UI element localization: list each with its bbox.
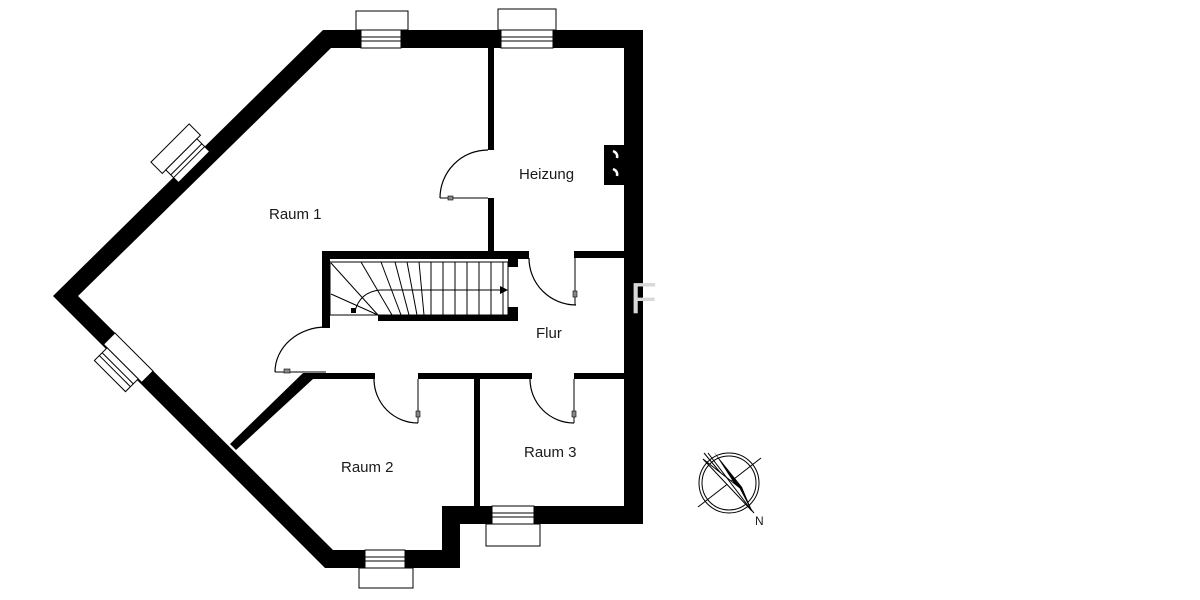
- chimney-icon: [604, 145, 624, 185]
- room-label-raum-1: Raum 1: [269, 206, 322, 223]
- door-raum-1-heizung: [439, 149, 489, 201]
- outer-walls: [53, 30, 643, 568]
- staircase: [329, 261, 509, 316]
- door-flur-raum-1: [274, 326, 327, 374]
- window-bottom-raum-2: [358, 549, 414, 589]
- room-label-raum-2: Raum 2: [341, 459, 394, 476]
- stair-arrow-icon: [500, 286, 508, 294]
- windows: [93, 8, 557, 589]
- door-flur-raum-3: [529, 378, 577, 424]
- window-top-left: [355, 10, 409, 49]
- interior-walls: [230, 48, 624, 506]
- room-label-flur: Flur: [536, 325, 562, 342]
- door-heizung-flur: [528, 257, 578, 306]
- compass-icon: [697, 452, 762, 514]
- room-label-heizung: Heizung: [519, 166, 574, 183]
- window-top-right: [497, 8, 557, 49]
- door-flur-raum-2: [373, 378, 421, 424]
- window-bottom-raum-3: [485, 505, 541, 547]
- doors: [274, 149, 578, 424]
- room-label-raum-3: Raum 3: [524, 444, 577, 461]
- watermark: F: [630, 274, 657, 323]
- window-upper-diagonal: [150, 123, 211, 184]
- window-lower-diagonal: [93, 332, 154, 393]
- compass-north-label: N: [755, 514, 764, 528]
